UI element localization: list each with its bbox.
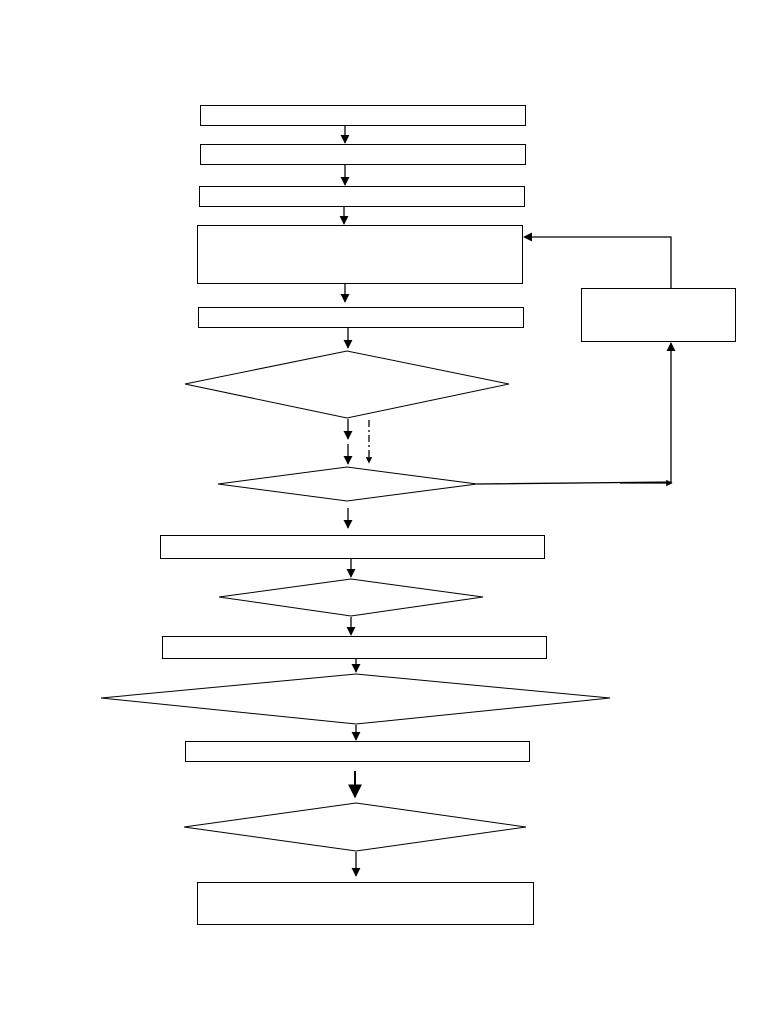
step-1-box [200, 105, 526, 126]
step-8-box [185, 741, 530, 762]
flowchart-connectors [339, 126, 676, 877]
decision-3-diamond [218, 578, 484, 617]
side-box [581, 288, 736, 342]
step-2-box [200, 144, 526, 165]
decision-2-diamond [217, 466, 478, 502]
step-9-box [197, 882, 534, 925]
step-4-box [197, 225, 523, 284]
arrow-decision2-sidebox [476, 342, 676, 485]
decision-1-diamond [184, 350, 510, 419]
decision-4-diamond [100, 673, 611, 725]
decision-5-diamond [183, 802, 527, 852]
step-7-box [162, 636, 547, 659]
step-3-box [199, 186, 525, 207]
step-5-box [198, 307, 524, 328]
arrow-sidebox-step4 [523, 232, 672, 288]
step-6-box [160, 535, 545, 559]
flowchart-nodes [100, 105, 736, 925]
